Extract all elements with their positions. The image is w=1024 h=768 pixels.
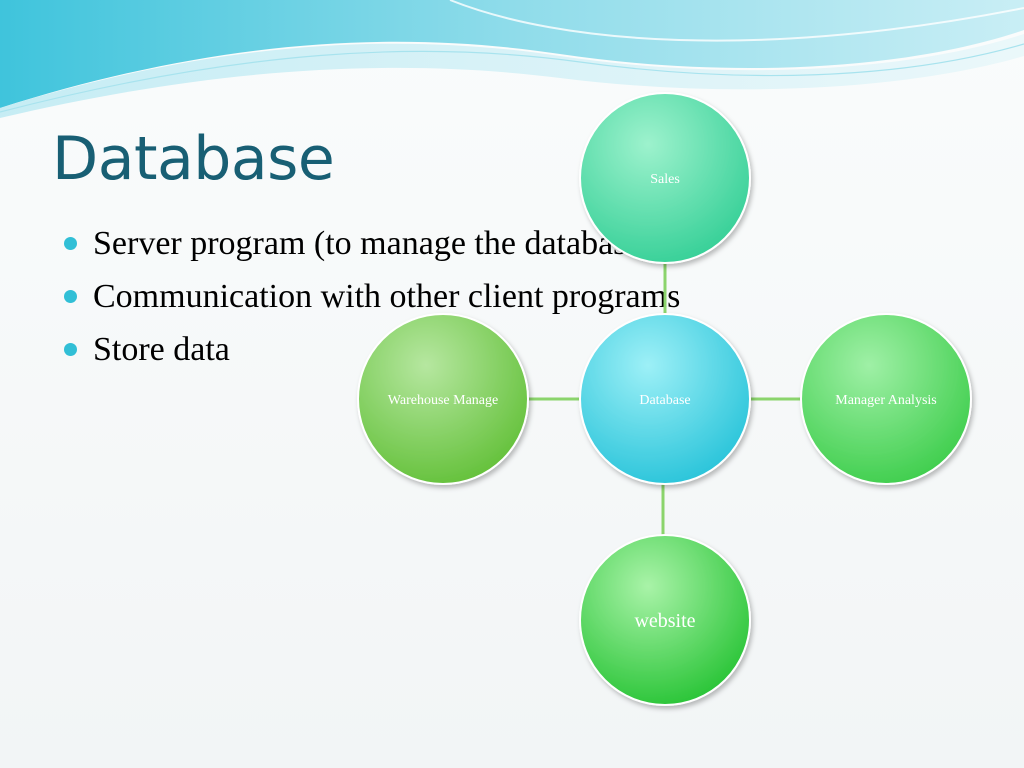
bullet-text: Server program (to manage the database)	[93, 225, 653, 262]
node-website-circle	[579, 534, 751, 706]
node-database-label: Database	[639, 393, 690, 408]
node-website-label: website	[634, 610, 695, 632]
node-sales: Sales	[579, 92, 751, 264]
bullet-text: Communication with other client programs	[93, 278, 681, 315]
bullet-item: Store data	[62, 328, 680, 381]
connector-lines	[528, 263, 802, 537]
node-sales-label: Sales	[650, 172, 680, 187]
node-database: Database	[579, 313, 751, 485]
node-website: website	[579, 534, 751, 706]
node-manager-analysis-label: Manager Analysis	[835, 393, 936, 408]
bullet-item: Communication with other client programs	[62, 275, 680, 328]
bullet-dot-icon	[64, 290, 77, 303]
node-manager-analysis: Manager Analysis	[800, 313, 972, 485]
slide-title: Database	[52, 124, 335, 194]
bullet-dot-icon	[64, 237, 77, 250]
node-sales-circle	[579, 92, 751, 264]
node-warehouse-manage-label: Warehouse Manage	[388, 393, 498, 408]
node-database-circle	[579, 313, 751, 485]
bullet-dot-icon	[64, 343, 77, 356]
bullet-text: Store data	[93, 331, 230, 368]
bullet-item: Server program (to manage the database)	[62, 222, 680, 275]
bullet-list: Server program (to manage the database) …	[62, 222, 680, 381]
node-warehouse-manage-circle	[357, 313, 529, 485]
node-warehouse-manage: Warehouse Manage	[357, 313, 529, 485]
header-wave-decoration	[0, 0, 1024, 118]
node-manager-analysis-circle	[800, 313, 972, 485]
